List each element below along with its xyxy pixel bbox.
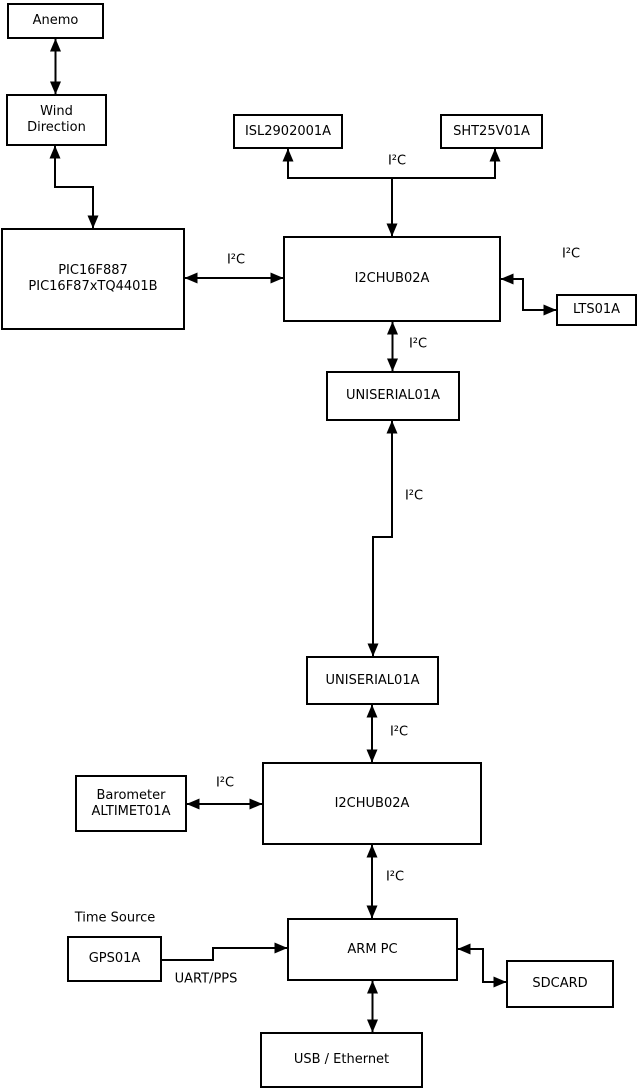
node-gps01a: GPS01A: [67, 936, 162, 982]
node-i2chub02a-bottom: I2CHUB02A: [262, 762, 482, 845]
node-barometer-altimet01a: Barometer ALTIMET01A: [75, 775, 187, 832]
edge-uniserial1-uniserial2: [367, 420, 398, 657]
edge-gps-armpc: [162, 942, 288, 961]
node-uniserial01a-bottom: UNISERIAL01A: [306, 656, 439, 705]
label-i2c-hub2-armpc: I²C: [385, 869, 405, 885]
label-i2c-hub-uniserial: I²C: [408, 336, 428, 352]
node-uniserial01a-top: UNISERIAL01A: [326, 371, 460, 421]
label-i2c-sensors-branch: I²C: [387, 153, 407, 169]
edge-winddirection-pic: [49, 145, 99, 229]
label-time-source: Time Source: [74, 910, 156, 926]
label-i2c-hub-lts: I²C: [561, 246, 581, 262]
node-sdcard: SDCARD: [506, 960, 614, 1008]
label-i2c-uniserial-hub2: I²C: [389, 724, 409, 740]
node-pic16f887: PIC16F887 PIC16F87xTQ4401B: [1, 228, 185, 330]
node-anemo: Anemo: [7, 3, 104, 39]
node-i2chub02a-top: I2CHUB02A: [283, 236, 501, 322]
node-wind-direction: Wind Direction: [6, 94, 107, 146]
label-i2c-pic-hub: I²C: [226, 252, 246, 268]
node-sht25v01a: SHT25V01A: [440, 114, 543, 149]
label-i2c-long-link: I²C: [404, 488, 424, 504]
node-lts01a: LTS01A: [556, 294, 637, 326]
node-arm-pc: ARM PC: [287, 918, 458, 981]
label-i2c-barometer-hub2: I²C: [215, 775, 235, 791]
edge-armpc-sdcard: [457, 943, 507, 988]
label-uart-pps: UART/PPS: [174, 971, 238, 987]
edge-hub1-lts: [500, 273, 557, 316]
node-isl2902001a: ISL2902001A: [233, 114, 343, 149]
node-usb-ethernet: USB / Ethernet: [260, 1032, 423, 1088]
